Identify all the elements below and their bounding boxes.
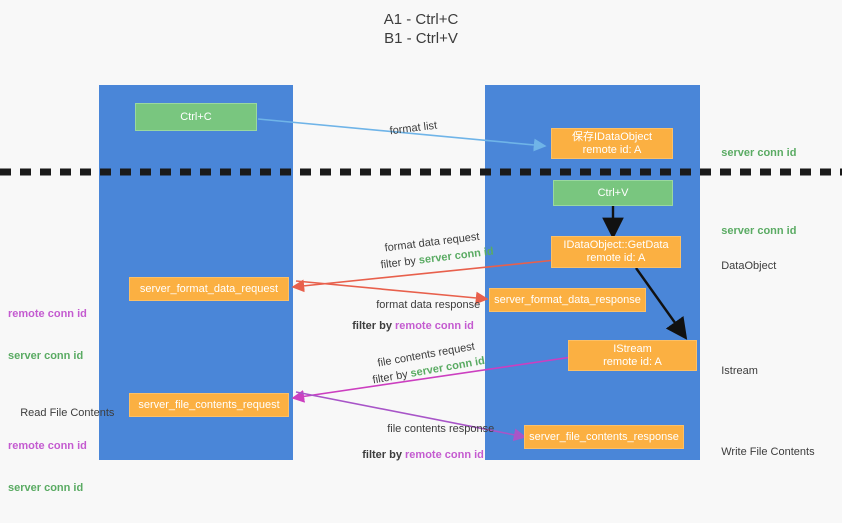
right-label-write-file-contents-text: Write File Contents bbox=[721, 446, 815, 458]
filter-by-value-server-conn-id: server conn id bbox=[418, 245, 495, 267]
box-ctrl-c[interactable]: Ctrl+C bbox=[135, 103, 257, 131]
box-idataobject-getdata[interactable]: IDataObject::GetData remote id: A bbox=[551, 236, 681, 268]
left-label-conn-ids-1: remote conn id server conn id bbox=[8, 279, 87, 391]
page-title: A1 - Ctrl+C B1 - Ctrl+V bbox=[383, 11, 459, 47]
box-server-format-data-response-label: server_format_data_response bbox=[494, 293, 641, 306]
edge-label-format-data-response-text: format data response bbox=[376, 299, 481, 311]
arrow-format-data-response bbox=[295, 280, 489, 305]
right-label-server-conn-id-top-text: server conn id bbox=[721, 147, 797, 159]
left-label-remote-conn-id-2: remote conn id bbox=[8, 440, 87, 452]
diagram-canvas: A1 - Ctrl+C B1 - Ctrl+V A1 remote B1 con… bbox=[0, 11, 842, 494]
filter-by-value-remote-conn-id: remote conn id bbox=[395, 320, 474, 332]
arrow-getdata-to-istream bbox=[635, 267, 688, 340]
edge-label-file-contents-response: file contents response bbox=[375, 408, 494, 450]
right-label-istream: Istream bbox=[709, 350, 758, 392]
box-server-format-data-request[interactable]: server_format_data_request bbox=[129, 277, 289, 301]
right-label-istream-text: Istream bbox=[721, 365, 758, 377]
filter-by-value-remote-conn-id: remote conn id bbox=[405, 449, 484, 461]
box-idataobject-getdata-line2: remote id: A bbox=[586, 252, 646, 264]
edge-label-file-contents-response-filter: filter by remote conn id bbox=[350, 434, 484, 476]
edge-label-format-data-response: format data response bbox=[364, 284, 480, 326]
arrow-file-contents-request bbox=[291, 356, 573, 403]
right-label-server-conn-id-top: server conn id bbox=[709, 132, 796, 174]
edge-label-format-list-text: format list bbox=[388, 119, 438, 138]
edge-label-format-list: format list bbox=[375, 105, 440, 154]
left-label-remote-conn-id-1: remote conn id bbox=[8, 308, 87, 320]
left-label-server-conn-id-1: server conn id bbox=[8, 350, 84, 362]
box-ctrl-c-label: Ctrl+C bbox=[180, 110, 212, 123]
right-label-server-conn-id-mid-text: server conn id bbox=[721, 225, 797, 237]
box-istream[interactable]: IStream remote id: A bbox=[568, 340, 697, 371]
box-server-file-contents-response[interactable]: server_file_contents_response bbox=[524, 425, 684, 449]
left-label-conn-ids-2: remote conn id server conn id bbox=[8, 411, 87, 523]
box-server-file-contents-request[interactable]: server_file_contents_request bbox=[129, 393, 289, 417]
box-server-format-data-request-label: server_format_data_request bbox=[139, 282, 279, 295]
box-save-idataobject-line1: 保存IDataObject bbox=[571, 130, 653, 143]
right-label-dataobject: DataObject bbox=[709, 245, 776, 287]
box-server-file-contents-request-label: server_file_contents_request bbox=[138, 398, 280, 411]
filter-by-prefix: filter by bbox=[371, 367, 412, 387]
connector-overlay bbox=[0, 118, 842, 442]
box-save-idataobject-line2: remote id: A bbox=[582, 143, 642, 156]
arrow-file-contents-response bbox=[295, 391, 527, 442]
arrow-format-data-request bbox=[291, 259, 557, 293]
box-server-format-data-response[interactable]: server_format_data_response bbox=[489, 288, 646, 312]
box-ctrl-v-label: Ctrl+V bbox=[597, 186, 629, 199]
edge-label-file-contents-response-text: file contents response bbox=[387, 423, 495, 435]
box-ctrl-v[interactable]: Ctrl+V bbox=[553, 180, 673, 206]
right-label-dataobject-text: DataObject bbox=[721, 260, 777, 272]
filter-by-prefix: filter by bbox=[352, 320, 396, 332]
arrow-format-list bbox=[257, 118, 547, 152]
left-label-read-file-contents: Read File Contents bbox=[8, 392, 114, 434]
edge-label-format-data-response-filter: filter by remote conn id bbox=[340, 305, 474, 347]
filter-by-value-server-conn-id: server conn id bbox=[409, 354, 486, 380]
right-label-write-file-contents: Write File Contents bbox=[709, 431, 815, 473]
right-label-server-conn-id-mid: server conn id bbox=[709, 210, 796, 252]
left-label-server-conn-id-2: server conn id bbox=[8, 482, 84, 494]
box-server-file-contents-response-label: server_file_contents_response bbox=[529, 430, 679, 443]
filter-by-prefix: filter by bbox=[379, 254, 420, 272]
filter-by-prefix: filter by bbox=[362, 449, 406, 461]
box-istream-line2: remote id: A bbox=[603, 355, 662, 368]
box-save-idataobject[interactable]: 保存IDataObject remote id: A bbox=[551, 128, 673, 159]
box-istream-line1: IStream bbox=[613, 342, 652, 355]
left-label-read-file-contents-text: Read File Contents bbox=[20, 407, 115, 419]
box-idataobject-getdata-line1: IDataObject::GetData bbox=[563, 239, 669, 251]
